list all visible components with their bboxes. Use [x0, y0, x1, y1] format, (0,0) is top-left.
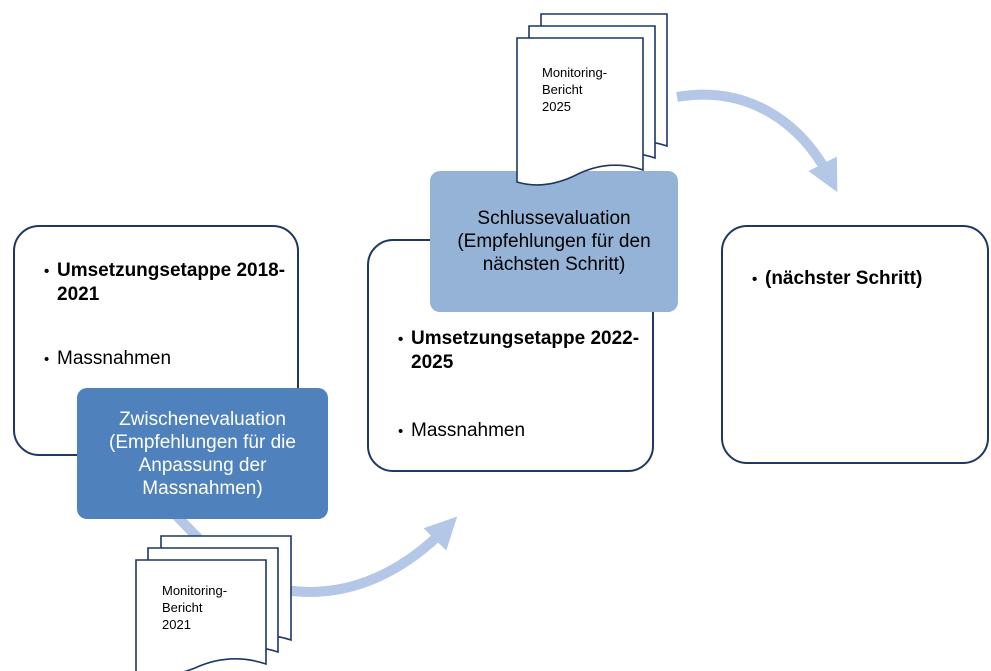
stage1-evaluation-label: Zwischenevaluation (Empfehlungen für die…: [109, 408, 296, 499]
stage1-phase: Umsetzungsetappe 2018-2021: [44, 259, 287, 306]
report-2021-text: Monitoring- Bericht 2021: [162, 582, 227, 633]
stage3-box: (nächster Schritt): [721, 225, 989, 464]
stage2-evaluation-label: Schlussevaluation (Empfehlungen für den …: [457, 208, 651, 275]
stage1-evaluation: Zwischenevaluation (Empfehlungen für die…: [77, 388, 328, 519]
stage3-phase: (nächster Schritt): [752, 267, 990, 291]
report-2025-text: Monitoring- Bericht 2025: [542, 64, 607, 115]
report-2025-line3: 2025: [542, 99, 571, 114]
report-2025-line2: Bericht: [542, 82, 583, 97]
stage1-measures: Massnahmen: [44, 347, 287, 371]
report-2021-line1: Monitoring-: [162, 583, 228, 598]
report-2025-line1: Monitoring-: [542, 65, 608, 80]
arrow-report2021-to-stage2: [284, 516, 458, 597]
stage2-evaluation: Schlussevaluation (Empfehlungen für den …: [430, 171, 678, 312]
stage2-phase: Umsetzungsetappe 2022-2025: [398, 327, 651, 374]
report-2021-line2: Bericht: [162, 600, 203, 615]
stage2-measures: Massnahmen: [398, 419, 641, 443]
arrow-report2025-to-next-step: [676, 89, 838, 193]
report-2021-line3: 2021: [162, 617, 191, 632]
